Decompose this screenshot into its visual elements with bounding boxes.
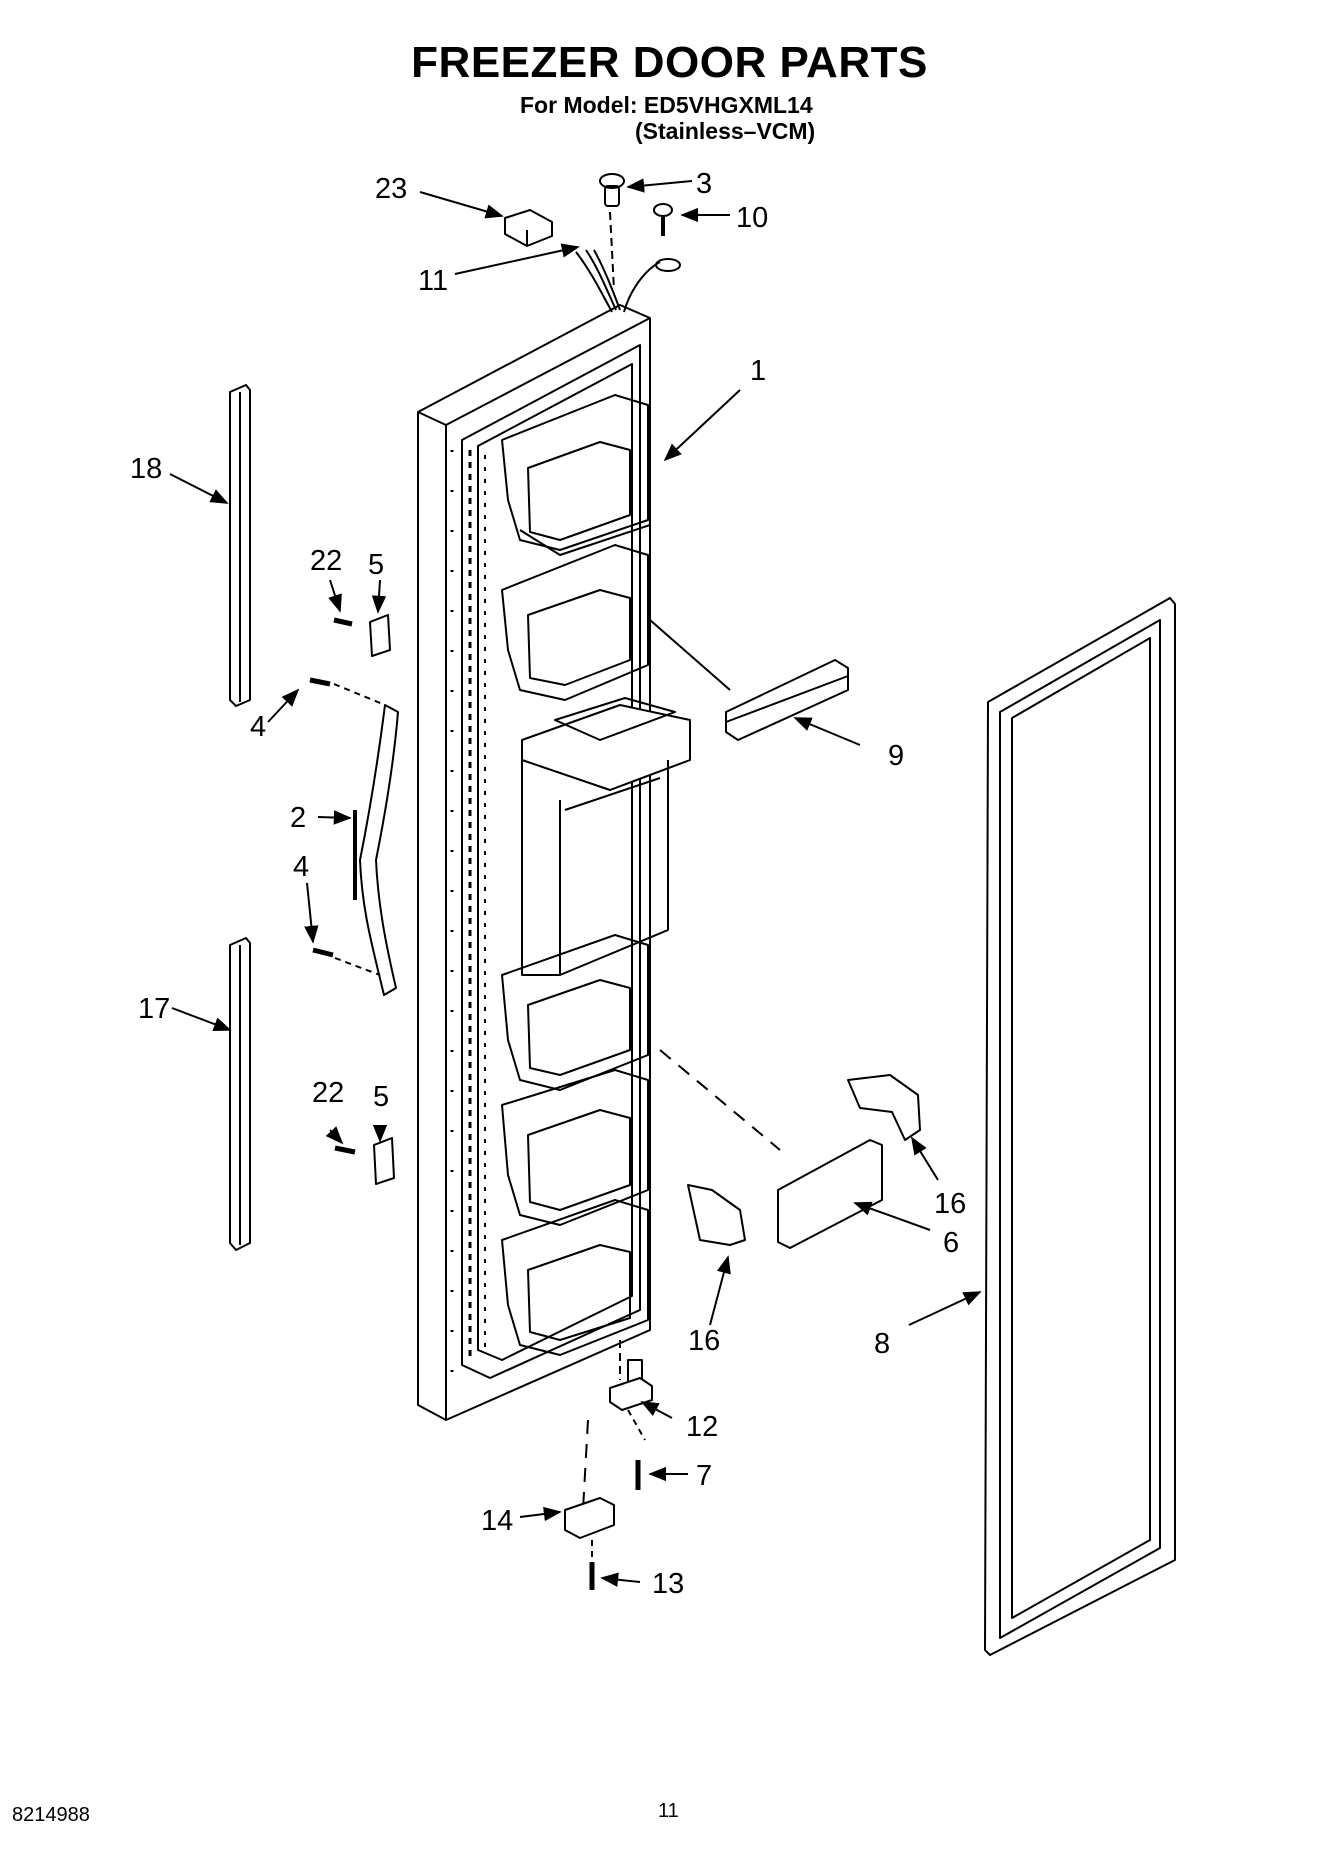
- callout-4-lower: 4: [293, 851, 309, 883]
- callout-5-upper: 5: [368, 549, 384, 581]
- hinge-pin: [609, 1359, 653, 1411]
- model-variant: (Stainless–VCM): [635, 118, 816, 144]
- callout-23: 23: [375, 173, 407, 205]
- callout-2: 2: [290, 802, 306, 834]
- freezer-door-panel: [417, 304, 691, 1421]
- callout-1: 1: [750, 355, 766, 387]
- callout-17: 17: [138, 993, 170, 1025]
- clip-lower: [312, 947, 395, 1185]
- cap-16-lower: [687, 1184, 746, 1246]
- callout-22-upper: 22: [310, 545, 342, 577]
- callout-7: 7: [696, 1460, 712, 1492]
- document-number: 8214988: [12, 1804, 90, 1826]
- callout-6: 6: [943, 1227, 959, 1259]
- callout-14: 14: [481, 1505, 513, 1537]
- model-number: For Model: ED5VHGXML14: [520, 92, 813, 118]
- callout-10: 10: [736, 202, 768, 234]
- callout-11: 11: [418, 265, 448, 297]
- page-number: 11: [658, 1800, 679, 1822]
- wire-harness: [575, 211, 681, 313]
- screw-10: [653, 203, 673, 236]
- bushing: [599, 173, 625, 207]
- model-info: For Model: ED5VHGXML14 (Stainless–VCM): [520, 92, 815, 144]
- callout-9: 9: [888, 740, 904, 772]
- cap-16-upper: [847, 1074, 921, 1141]
- callout-8: 8: [874, 1328, 890, 1360]
- callout-16-left: 16: [688, 1325, 720, 1357]
- callout-22-lower: 22: [312, 1077, 344, 1109]
- callout-18: 18: [130, 453, 162, 485]
- callout-16-right: 16: [934, 1188, 966, 1220]
- handle: [359, 704, 399, 996]
- callout-4-upper: 4: [250, 711, 266, 743]
- page-title: FREEZER DOOR PARTS: [411, 38, 928, 87]
- callout-13: 13: [652, 1568, 684, 1600]
- cap-23: [504, 209, 553, 247]
- cover-6: [777, 1139, 883, 1249]
- callout-12: 12: [686, 1411, 718, 1443]
- hinge-bracket: [564, 1497, 615, 1539]
- callout-5-lower: 5: [373, 1081, 389, 1113]
- callout-3: 3: [696, 168, 712, 200]
- leader-arrows: [169, 178, 982, 1587]
- clip-upper: [309, 614, 391, 706]
- door-gasket: [984, 597, 1176, 1656]
